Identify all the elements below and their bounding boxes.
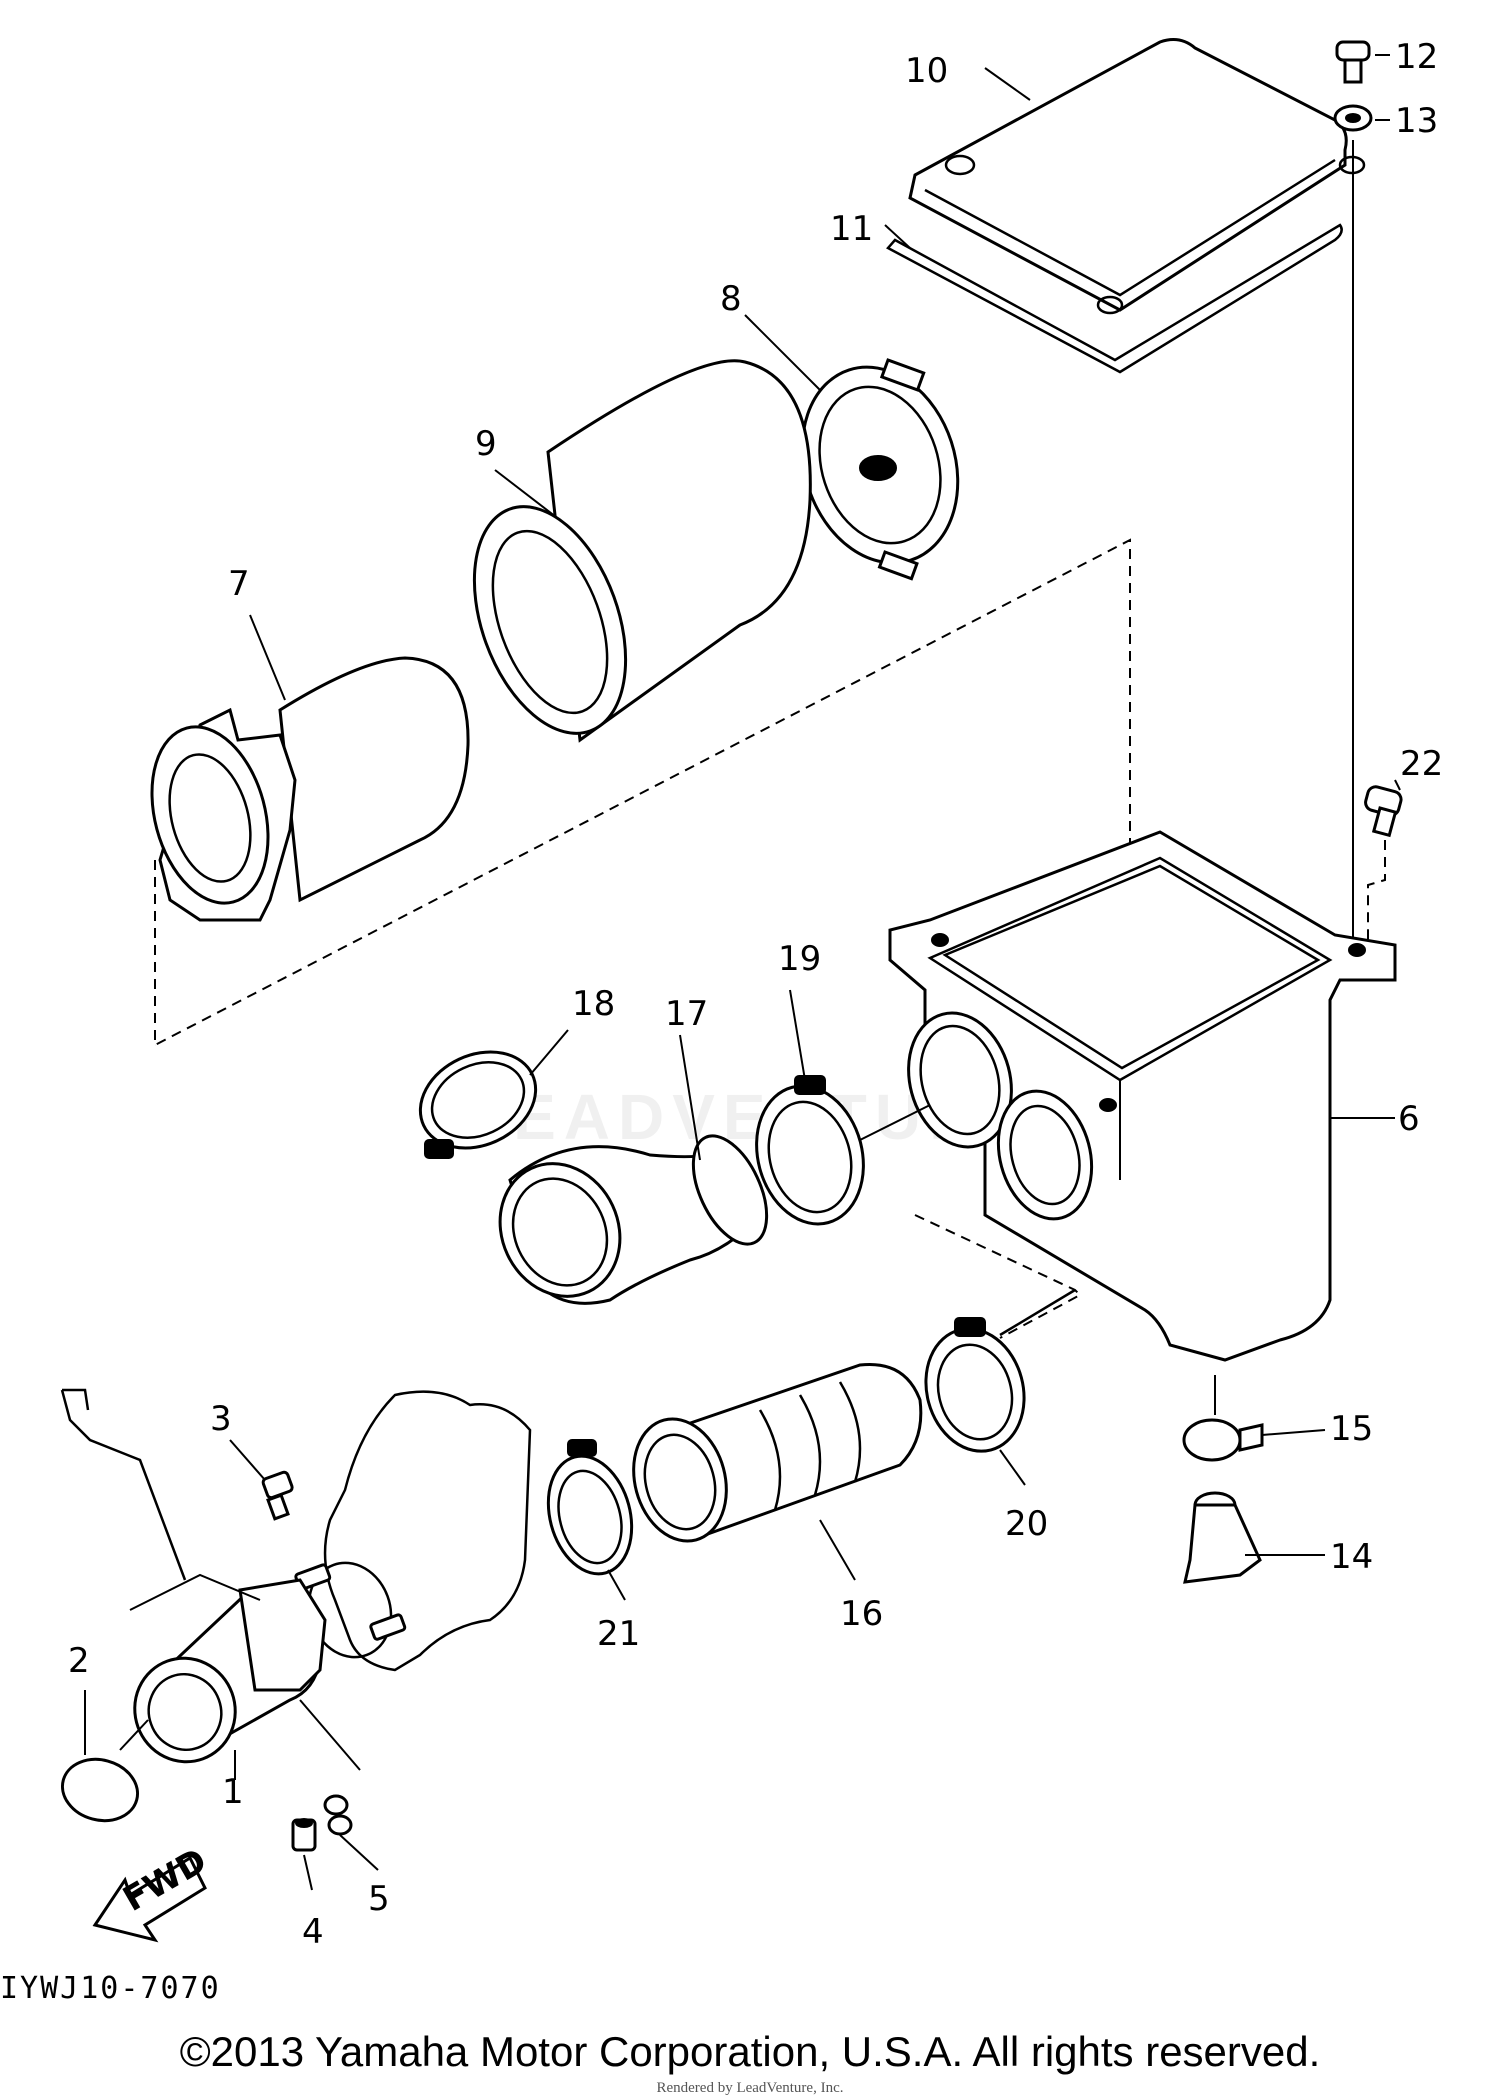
callout-21: 21	[597, 1614, 640, 1654]
callout-16: 16	[840, 1594, 883, 1634]
callout-17: 17	[665, 994, 708, 1034]
callout-4: 4	[302, 1912, 324, 1952]
nut-4	[291, 1818, 317, 1852]
callout-12: 12	[1395, 37, 1438, 77]
drain-clamp	[1182, 1418, 1264, 1462]
callout-18: 18	[572, 984, 615, 1024]
clamp-18	[418, 1050, 538, 1159]
callout-19: 19	[778, 939, 821, 979]
callout-14: 14	[1330, 1537, 1373, 1577]
washer-13	[1333, 104, 1373, 132]
callout-2: 2	[68, 1641, 90, 1681]
engine-outline	[307, 1390, 532, 1672]
drawing-code: IYWJ10-7070	[0, 1971, 221, 2006]
leader-lines	[84, 54, 1401, 1891]
copyright-notice: ©2013 Yamaha Motor Corporation, U.S.A. A…	[179, 2028, 1321, 2075]
forward-arrow: FWD	[92, 1841, 214, 1943]
callout-1: 1	[222, 1772, 244, 1812]
rendered-by-notice: Rendered by LeadVenture, Inc.	[656, 2080, 844, 2096]
clamp-19	[755, 1075, 865, 1226]
air-box	[888, 830, 1397, 1362]
air-filter-joint-16	[632, 1362, 923, 1543]
o-ring	[60, 1757, 140, 1823]
clamp-20	[924, 1317, 1026, 1453]
air-box-cover	[908, 38, 1366, 315]
callout-5: 5	[368, 1879, 390, 1919]
carburetor-joint-1	[133, 1578, 327, 1764]
drain-pipe	[1183, 1491, 1262, 1584]
callout-20: 20	[1005, 1504, 1048, 1544]
callout-11: 11	[830, 209, 873, 249]
screw-3	[261, 1470, 294, 1521]
callout-8: 8	[720, 279, 742, 319]
callout-10: 10	[905, 51, 948, 91]
callout-9: 9	[475, 424, 497, 464]
callout-22: 22	[1400, 744, 1443, 784]
callout-6: 6	[1398, 1099, 1420, 1139]
callout-15: 15	[1330, 1409, 1373, 1449]
outer-element	[472, 359, 812, 743]
washer-5	[323, 1794, 353, 1836]
callout-3: 3	[210, 1399, 232, 1439]
air-filter-joint-17	[498, 1134, 769, 1305]
cover-gasket	[886, 223, 1343, 374]
callout-numbers: 1 2 3 4 5 6 7 8 9 10 11 12 13 14 15 16 1…	[68, 37, 1443, 1952]
screw-12	[1335, 40, 1371, 84]
clamp-21	[546, 1439, 634, 1576]
screw-22	[1364, 785, 1403, 838]
inner-element	[150, 656, 470, 922]
callout-13: 13	[1395, 101, 1438, 141]
callout-7: 7	[228, 564, 250, 604]
